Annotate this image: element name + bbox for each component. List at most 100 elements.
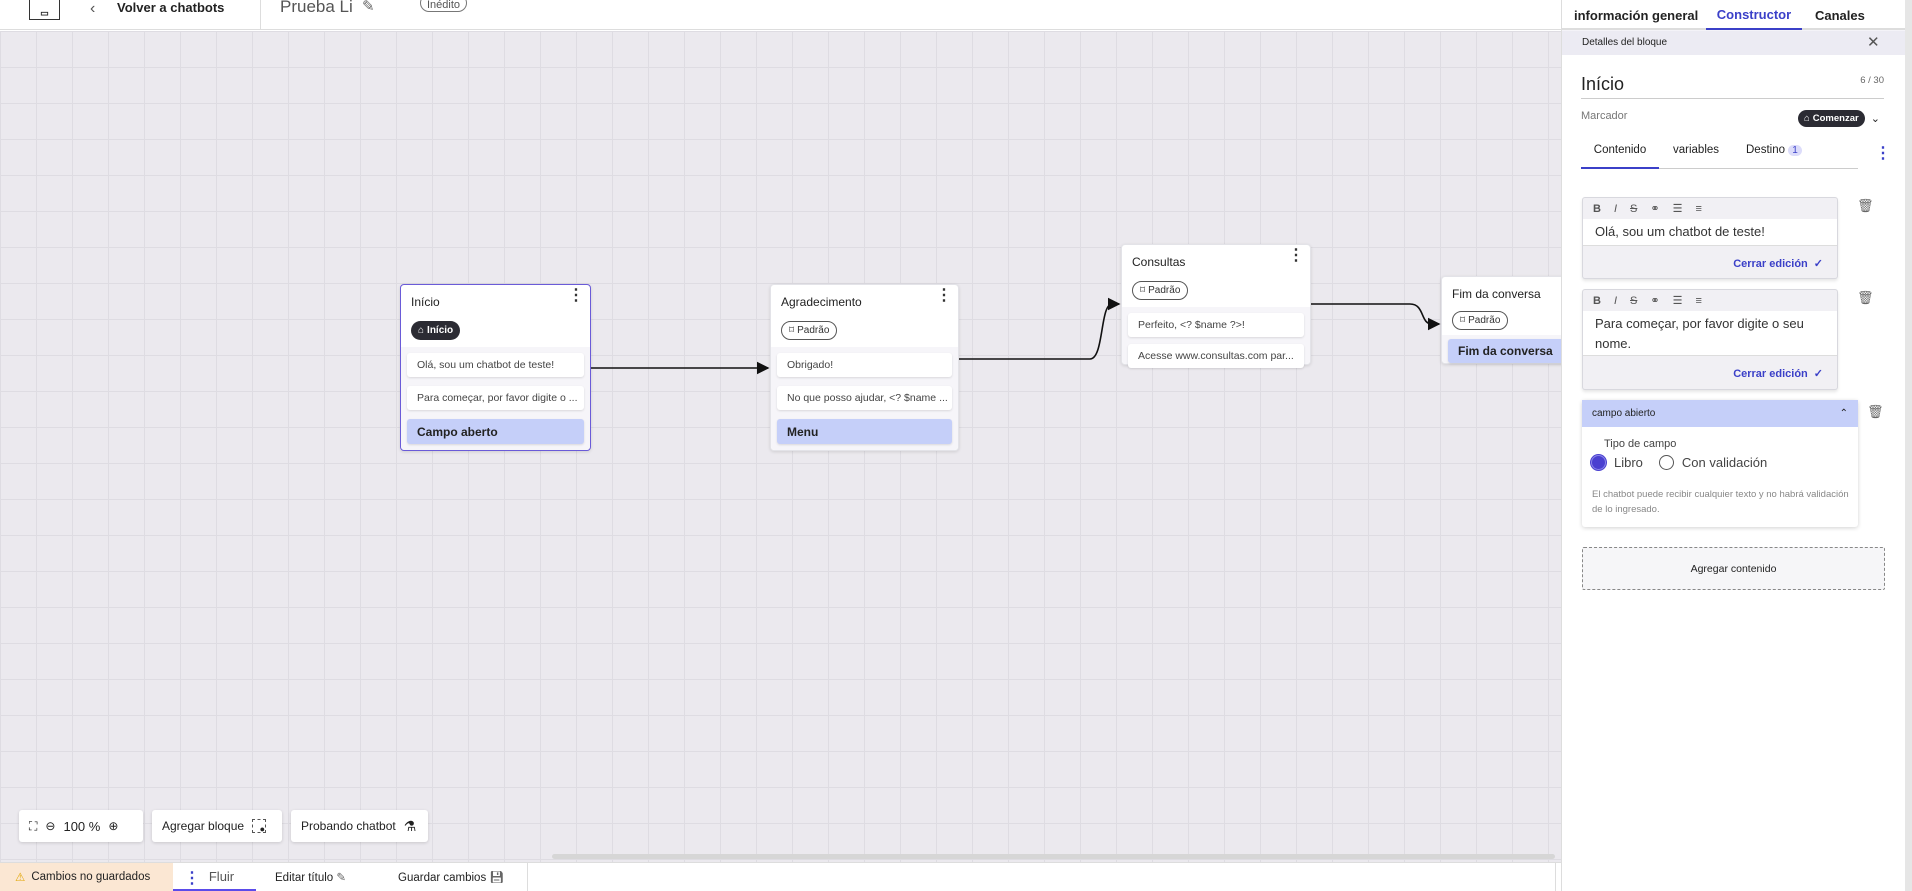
open-field-header[interactable]: campo abierto⌃ bbox=[1582, 400, 1858, 427]
link-icon[interactable]: ⚭ bbox=[1650, 295, 1660, 307]
node-message[interactable]: Olá, sou um chatbot de teste! bbox=[407, 353, 584, 377]
node-message[interactable]: Para começar, por favor digite o ... bbox=[407, 386, 584, 410]
field-type-radio-group: Libro Con validación bbox=[1591, 455, 1767, 470]
edit-title-button[interactable]: Editar título ✎ bbox=[275, 872, 347, 884]
save-changes-button[interactable]: Guardar cambios 💾︎ bbox=[398, 872, 505, 884]
unsaved-changes-indicator: ⚠Cambios no guardados bbox=[0, 863, 173, 891]
field-type-label: Tipo de campo bbox=[1604, 438, 1677, 450]
close-icon[interactable]: ✕ bbox=[1867, 34, 1880, 51]
tag-badge: ⌑Padrão bbox=[1452, 311, 1509, 330]
more-options-icon[interactable]: ⋮ bbox=[184, 870, 200, 887]
test-chatbot-button[interactable]: Probando chatbot ⚗ bbox=[291, 810, 428, 842]
panel-scrollbar[interactable] bbox=[1905, 0, 1912, 891]
node-action[interactable]: Fim da conversa bbox=[1448, 339, 1561, 363]
message-text[interactable]: Para começar, por favor digite o seu nom… bbox=[1583, 311, 1837, 355]
node-fim-da-conversa[interactable]: Fim da conversa ⌑Padrão Fim da conversa bbox=[1441, 276, 1561, 364]
node-title: Início bbox=[411, 295, 440, 309]
panel-header: Detalles del bloque ✕ bbox=[1562, 31, 1906, 55]
check-icon: ✓ bbox=[1813, 258, 1823, 270]
tab-destination[interactable]: Destino 1 bbox=[1746, 144, 1802, 156]
flow-canvas[interactable]: Início ⋮ ⌂Início Olá, sou um chatbot de … bbox=[0, 31, 1561, 862]
link-icon[interactable]: ⚭ bbox=[1650, 203, 1660, 215]
home-icon: ⌂ bbox=[1804, 112, 1810, 124]
divider bbox=[260, 0, 261, 30]
delete-icon[interactable]: 🗑︎ bbox=[1867, 404, 1884, 419]
tag-icon: ⌑ bbox=[789, 325, 795, 336]
right-tabs: información general Constructor Canales bbox=[1562, 0, 1906, 30]
tab-flow[interactable]: Fluir bbox=[173, 863, 256, 891]
status-badge: Inédito bbox=[420, 0, 468, 12]
bold-icon[interactable]: B bbox=[1593, 294, 1601, 307]
fit-screen-icon[interactable]: ⛶ bbox=[29, 818, 38, 833]
node-title: Fim da conversa bbox=[1452, 287, 1541, 301]
more-options-icon[interactable]: ⋮ bbox=[1875, 145, 1891, 162]
radio-libro[interactable] bbox=[1591, 455, 1606, 470]
bullet-list-icon[interactable]: ☰ bbox=[1672, 203, 1683, 215]
chevron-up-icon: ⌃ bbox=[1839, 408, 1848, 419]
node-action[interactable]: Menu bbox=[777, 419, 952, 444]
close-edit-button[interactable]: Cerrar edición✓ bbox=[1583, 245, 1837, 281]
numbered-list-icon[interactable]: ≡ bbox=[1695, 294, 1702, 307]
tab-channels[interactable]: Canales bbox=[1815, 7, 1865, 23]
node-title: Agradecimento bbox=[781, 295, 862, 309]
tab-variables[interactable]: variables bbox=[1673, 144, 1720, 156]
char-count: 6 / 30 bbox=[1860, 75, 1884, 86]
save-icon: 💾︎ bbox=[489, 872, 505, 884]
delete-icon[interactable]: 🗑︎ bbox=[1857, 198, 1874, 213]
zoom-in-icon[interactable]: ⊕ bbox=[108, 819, 119, 833]
top-bar: ▭ ‹ Volver a chatbots Prueba Li ✎ Inédit… bbox=[0, 0, 1561, 30]
back-arrow-icon[interactable]: ‹ bbox=[90, 0, 96, 17]
marker-label: Marcador bbox=[1581, 110, 1628, 122]
node-menu-icon[interactable]: ⋮ bbox=[568, 287, 584, 304]
strikethrough-icon[interactable]: S bbox=[1630, 202, 1638, 215]
app-logo: ▭ bbox=[29, 0, 60, 20]
node-action[interactable]: Campo aberto bbox=[407, 419, 584, 444]
horizontal-scrollbar[interactable] bbox=[552, 854, 1555, 859]
bold-icon[interactable]: B bbox=[1593, 202, 1601, 215]
node-menu-icon[interactable]: ⋮ bbox=[1288, 247, 1304, 264]
tab-general-info[interactable]: información general bbox=[1574, 7, 1699, 23]
close-edit-button[interactable]: Cerrar edición✓ bbox=[1583, 355, 1837, 391]
message-text[interactable]: Olá, sou um chatbot de teste! bbox=[1583, 219, 1837, 245]
italic-icon[interactable]: I bbox=[1613, 294, 1618, 307]
block-name-input[interactable]: Início 6 / 30 bbox=[1581, 60, 1884, 99]
zoom-out-icon[interactable]: ⊖ bbox=[45, 819, 56, 833]
connection-agradecimento-consultas bbox=[959, 297, 1121, 360]
divider bbox=[1555, 863, 1556, 891]
node-message[interactable]: Acesse www.consultas.com par... bbox=[1128, 344, 1304, 368]
test-chatbot-label: Probando chatbot bbox=[301, 819, 396, 833]
delete-icon[interactable]: 🗑︎ bbox=[1857, 290, 1874, 305]
node-message[interactable]: Perfeito, <? $name ?>! bbox=[1128, 313, 1304, 337]
add-block-button[interactable]: Agregar bloque ● bbox=[152, 810, 282, 842]
node-inicio[interactable]: Início ⋮ ⌂Início Olá, sou um chatbot de … bbox=[400, 284, 591, 451]
marker-select[interactable]: ⌂Comenzar ⌄ bbox=[1798, 109, 1882, 127]
pencil-icon: ✎ bbox=[336, 872, 347, 884]
edit-title-pencil-icon[interactable]: ✎ bbox=[362, 0, 375, 15]
tag-icon: ⌑ bbox=[1460, 315, 1466, 326]
field-description: El chatbot puede recibir cualquier texto… bbox=[1592, 489, 1849, 515]
check-icon: ✓ bbox=[1813, 368, 1823, 380]
numbered-list-icon[interactable]: ≡ bbox=[1695, 202, 1702, 215]
bullet-list-icon[interactable]: ☰ bbox=[1672, 295, 1683, 307]
connections bbox=[591, 297, 1441, 375]
tab-content[interactable]: Contenido bbox=[1581, 144, 1659, 169]
radio-con-validacion[interactable] bbox=[1658, 455, 1674, 470]
home-icon: ⌂ bbox=[418, 325, 425, 336]
node-consultas[interactable]: Consultas ⋮ ⌑Padrão Perfeito, <? $name ?… bbox=[1121, 244, 1311, 368]
start-badge: ⌂Início bbox=[411, 321, 461, 340]
italic-icon[interactable]: I bbox=[1613, 202, 1618, 215]
strikethrough-icon[interactable]: S bbox=[1630, 294, 1638, 307]
node-message[interactable]: Obrigado! bbox=[777, 353, 952, 377]
add-content-button[interactable]: Agregar contenido bbox=[1582, 547, 1885, 590]
node-message[interactable]: No que posso ajudar, <? $name ... bbox=[777, 386, 952, 410]
node-menu-icon[interactable]: ⋮ bbox=[936, 287, 952, 304]
node-agradecimento[interactable]: Agradecimento ⋮ ⌑Padrão Obrigado! No que… bbox=[770, 284, 959, 451]
panel-title: Detalles del bloque bbox=[1582, 37, 1668, 48]
tab-builder[interactable]: Constructor bbox=[1706, 0, 1802, 30]
back-to-chatbots-link[interactable]: Volver a chatbots bbox=[117, 0, 225, 15]
zoom-controls: ⛶ ⊖ 100 % ⊕ bbox=[19, 810, 143, 842]
